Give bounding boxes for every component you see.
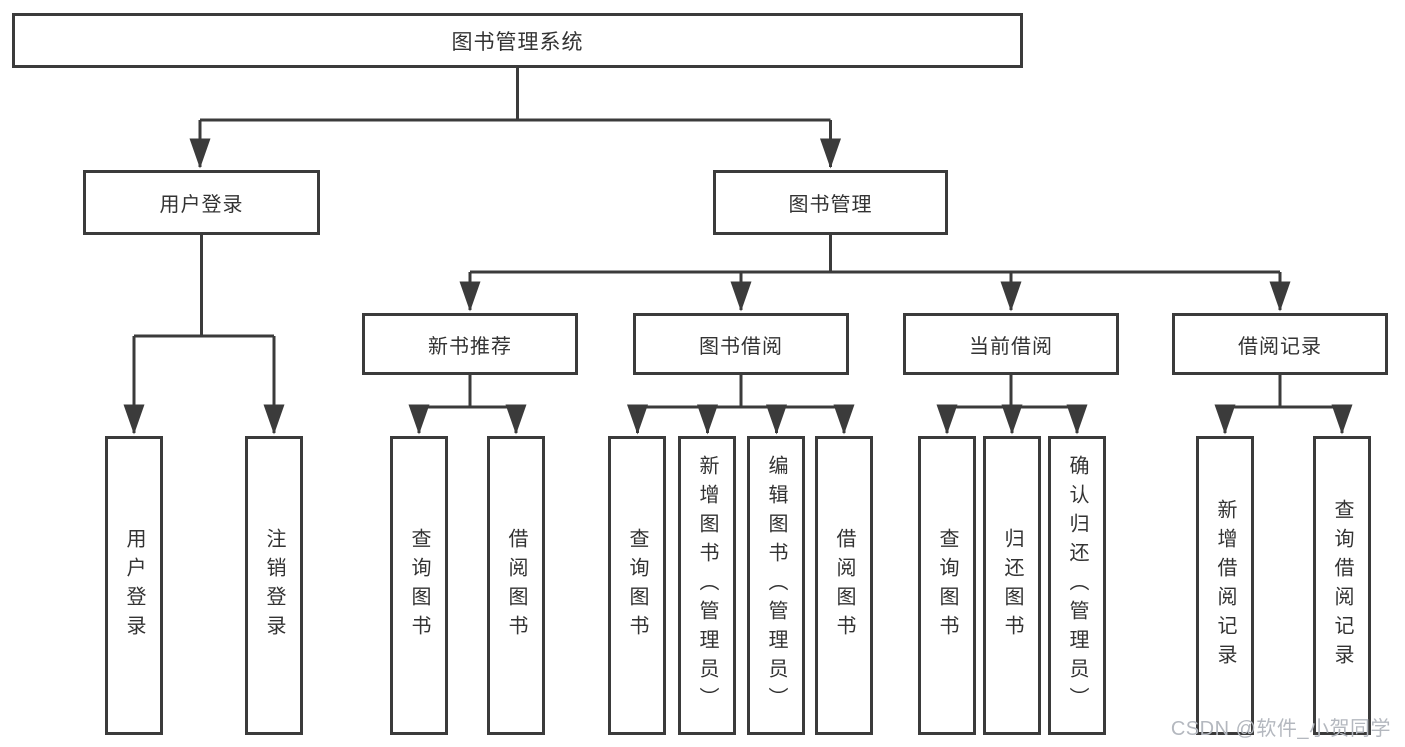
node-library-management-system: 图书管理系统 [12,13,1023,68]
node-label: 查询图书 [936,527,958,644]
tree-arrow-lines [123,120,1353,435]
node-label: 新增图书（管理员） [696,455,718,716]
leaf-bb-add-book-admin: 新增图书（管理员） [678,436,736,735]
node-current-borrowing: 当前借阅 [903,313,1119,375]
node-label: 查询图书 [408,527,430,644]
leaf-cb-return-book: 归还图书 [983,436,1041,735]
csdn-watermark: CSDN @软件_小贺同学 [1170,718,1391,740]
node-label: 归还图书 [1001,527,1023,644]
node-label: 借阅图书 [833,527,855,644]
leaf-cb-query-book: 查询图书 [918,436,976,735]
leaf-cb-confirm-return-admin: 确认归还（管理员） [1048,436,1106,735]
node-label: 查询图书 [626,527,648,644]
leaf-logout: 注销登录 [245,436,303,735]
node-label: 图书管理系统 [451,30,584,54]
node-user-login: 用户登录 [83,170,320,235]
node-label: 注销登录 [263,527,285,644]
leaf-bb-borrow-book: 借阅图书 [815,436,873,735]
node-label: 查询借阅记录 [1331,498,1353,673]
node-label: 用户登录 [159,194,244,216]
node-label: 借阅图书 [505,527,527,644]
node-label: 用户登录 [123,527,145,644]
node-new-book-recommendation: 新书推荐 [362,313,578,375]
node-label: 新书推荐 [428,335,512,358]
node-borrowing-records: 借阅记录 [1172,313,1388,375]
leaf-rec-query-book: 查询图书 [390,436,448,735]
node-label: 新增借阅记录 [1214,498,1236,673]
node-label: 图书管理 [788,194,873,216]
node-label: 当前借阅 [969,335,1053,358]
node-label: 编辑图书（管理员） [765,455,787,716]
leaf-rec-borrow-book: 借阅图书 [487,436,545,735]
leaf-br-query-record: 查询借阅记录 [1313,436,1371,735]
leaf-user-login: 用户登录 [105,436,163,735]
leaf-bb-edit-book-admin: 编辑图书（管理员） [747,436,805,735]
node-label: 图书借阅 [699,335,783,358]
tree-trunk-lines [134,68,1342,409]
node-book-borrowing: 图书借阅 [633,313,849,375]
node-label: 确认归还（管理员） [1066,455,1088,716]
leaf-bb-query-book: 查询图书 [608,436,666,735]
node-label: 借阅记录 [1238,335,1322,358]
leaf-br-add-record: 新增借阅记录 [1196,436,1254,735]
node-book-management: 图书管理 [713,170,948,235]
